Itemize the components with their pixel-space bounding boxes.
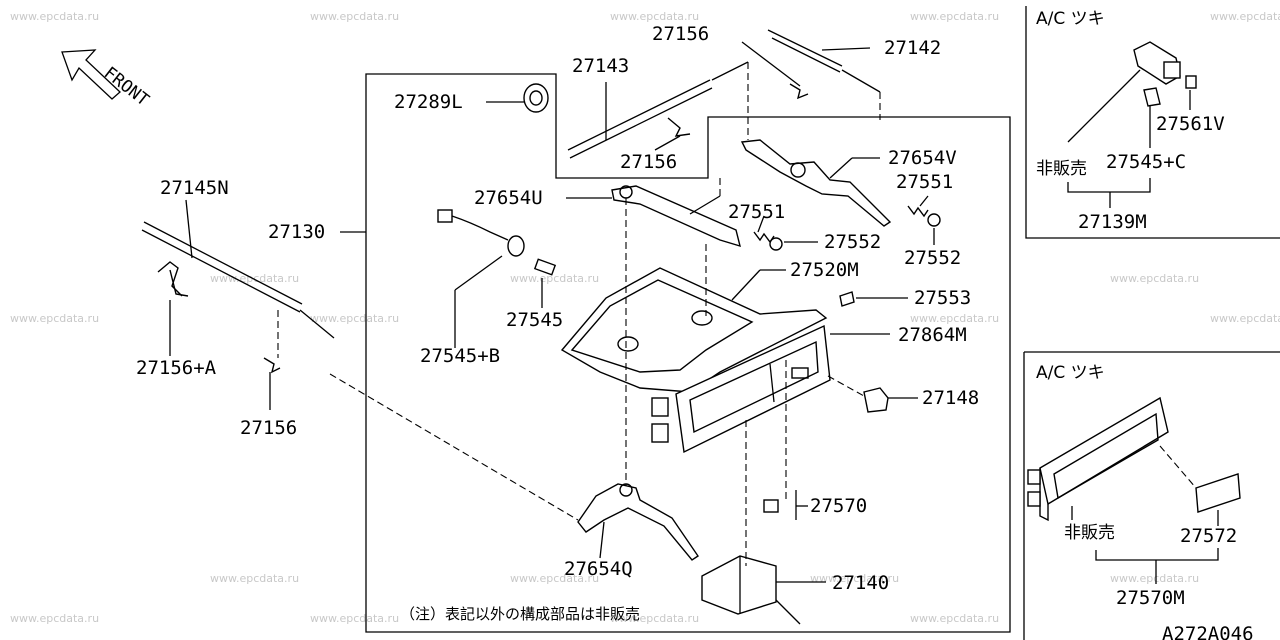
watermark: www.epcdata.ru xyxy=(1210,10,1280,23)
inset-top-frame xyxy=(1025,6,1280,239)
part-label: 27545+C xyxy=(1106,151,1186,173)
bracket-27570M xyxy=(1095,548,1219,584)
spring-27551-r xyxy=(907,205,929,218)
watermark: www.epcdata.ru xyxy=(1210,312,1280,325)
part-label: 27654U xyxy=(474,187,543,209)
bulb-27545C xyxy=(1143,87,1161,107)
front-label: FRONT xyxy=(100,63,153,110)
cable-27145N xyxy=(141,221,335,339)
diagram-code: A272A046 xyxy=(1162,623,1254,640)
faceplate-27864M xyxy=(651,324,831,454)
front-arrow-icon xyxy=(61,49,121,100)
inset-bottom-title: A/C ツキ xyxy=(1036,363,1105,383)
ball-27552-l xyxy=(769,237,783,251)
lever-27654U xyxy=(611,185,741,248)
assembly-frame xyxy=(365,73,1011,633)
part-label: 27654Q xyxy=(564,558,633,580)
part-label: 27156+A xyxy=(136,357,217,379)
watermark: www.epcdata.ru xyxy=(10,612,99,625)
watermark: www.epcdata.ru xyxy=(510,272,599,285)
part-label: 27654V xyxy=(888,147,957,169)
switch-27139M xyxy=(1133,41,1181,85)
leader-27545B xyxy=(454,255,503,291)
knob-27148 xyxy=(863,387,889,413)
control-base-27520M xyxy=(560,267,828,393)
watermark: www.epcdata.ru xyxy=(210,572,299,585)
leader-27145N xyxy=(185,199,193,259)
part-label: 27561V xyxy=(1156,113,1225,135)
leader-27142 xyxy=(821,47,871,51)
dashed-guides xyxy=(329,62,881,566)
part-label: 27148 xyxy=(922,387,979,409)
not-sold-label: 非販売 xyxy=(1064,523,1115,543)
leader-27520M xyxy=(731,269,761,301)
part-label: 27545+B xyxy=(420,345,500,367)
watermark: www.epcdata.ru xyxy=(1110,572,1199,585)
ball-27552-r xyxy=(927,213,941,227)
part-label: 27156 xyxy=(652,23,709,45)
lever-27654Q xyxy=(577,483,699,561)
part-label: 27143 xyxy=(572,55,629,77)
bulb-socket-27545B xyxy=(437,209,525,257)
clip-27553 xyxy=(839,291,855,307)
knob-27570 xyxy=(763,499,779,513)
watermark: www.epcdata.ru xyxy=(510,572,599,585)
watermark: www.epcdata.ru xyxy=(10,10,99,23)
part-label: 27145N xyxy=(160,177,229,199)
leader-27156-top xyxy=(741,41,801,87)
watermark: www.epcdata.ru xyxy=(310,10,399,23)
watermark: www.epcdata.ru xyxy=(210,272,299,285)
watermark: www.epcdata.ru xyxy=(10,312,99,325)
part-label: 27130 xyxy=(268,221,325,243)
watermark: www.epcdata.ru xyxy=(1110,272,1199,285)
cable-27143 xyxy=(567,61,749,159)
faceplate-27570M xyxy=(1027,396,1169,522)
part-label: 27156 xyxy=(240,417,297,439)
cable-27142 xyxy=(767,29,881,100)
part-label: 27289L xyxy=(394,91,463,113)
part-label: 27572 xyxy=(1180,525,1237,547)
part-label: 27551 xyxy=(728,201,785,223)
leader-27654Q xyxy=(599,521,605,559)
clip-27156-low xyxy=(263,357,281,374)
inset-bottom-frame xyxy=(1023,351,1280,640)
leader-27551-l xyxy=(757,215,765,233)
part-label: 27552 xyxy=(824,231,881,253)
watermark: www.epcdata.ru xyxy=(610,612,699,625)
part-label: 27520M xyxy=(790,259,859,281)
part-label: 27156 xyxy=(620,151,677,173)
watermark: www.epcdata.ru xyxy=(910,312,999,325)
part-label: 27570 xyxy=(810,495,867,517)
part-label: 27545 xyxy=(506,309,563,331)
leader-27156-mid xyxy=(654,135,681,151)
leader-27654V xyxy=(829,157,853,179)
watermark: www.epcdata.ru xyxy=(910,612,999,625)
inset-top-title: A/C ツキ xyxy=(1036,9,1105,29)
knob-27561V xyxy=(1185,75,1197,89)
panel-27572 xyxy=(1195,473,1241,513)
watermark: www.epcdata.ru xyxy=(810,572,899,585)
footnote: （注）表記以外の構成部品は非販売 xyxy=(400,605,640,623)
part-label: 27139M xyxy=(1078,211,1147,233)
part-label: 27551 xyxy=(896,171,953,193)
leader-notsold-top xyxy=(1067,69,1141,143)
part-label: 27570M xyxy=(1116,587,1185,609)
part-label: 27553 xyxy=(914,287,971,309)
watermark: www.epcdata.ru xyxy=(610,10,699,23)
connector-27140 xyxy=(701,555,801,625)
part-label: 27552 xyxy=(904,247,961,269)
part-label: 27142 xyxy=(884,37,941,59)
watermark: www.epcdata.ru xyxy=(910,10,999,23)
part-label: 27864M xyxy=(898,324,967,346)
bracket-27139M xyxy=(1067,178,1151,208)
knob-27289L xyxy=(523,83,549,113)
bulb-27545 xyxy=(533,258,557,276)
watermark: www.epcdata.ru xyxy=(310,612,399,625)
watermark: www.epcdata.ru xyxy=(310,312,399,325)
part-label: 27140 xyxy=(832,572,889,594)
lever-27654V xyxy=(740,139,892,227)
not-sold-label: 非販売 xyxy=(1036,159,1087,179)
